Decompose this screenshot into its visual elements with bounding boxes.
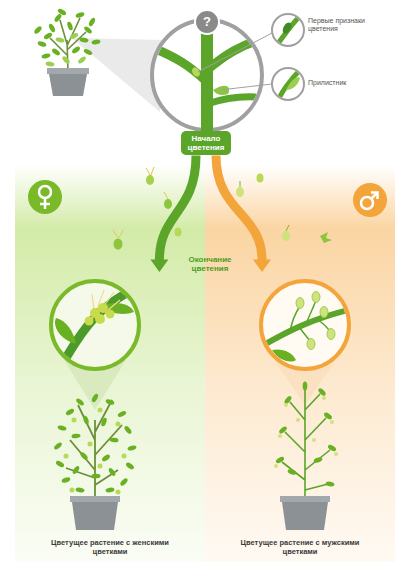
male-flower-view: [261, 281, 349, 405]
arrow-head: [253, 260, 271, 273]
plant-caption: Цветущее растение с мужскими цветками: [240, 538, 360, 556]
callout-circles: [198, 14, 304, 100]
male-plant-panel: Цветущее растение с мужскими цветками: [205, 272, 395, 562]
stage-end-label: Окончание цветения: [174, 255, 246, 273]
magnifier-view: [148, 18, 266, 138]
flow-arrow-body: [159, 155, 196, 260]
question-mark: ?: [199, 14, 215, 30]
female-plant: [53, 393, 137, 530]
stage-label: Начало цветения: [183, 134, 229, 152]
stage-start-box: Начало цветения: [181, 131, 231, 155]
flow-arrow-body: [216, 155, 262, 260]
plant-caption: Цветущее растение с женскими цветками: [50, 538, 170, 556]
callout-label: Прилистник: [308, 79, 382, 87]
question-badge: [195, 10, 219, 34]
female-flower-view: [51, 281, 142, 410]
female-symbol: [28, 180, 62, 214]
female-ground: [15, 165, 205, 562]
callout-label: Первые признаки цветения: [308, 17, 382, 34]
female-plant-panel: Цветущее растение с женскими цветками: [15, 272, 205, 562]
arrow-head: [150, 260, 168, 273]
male-symbol: [353, 183, 387, 217]
male-plant: [274, 382, 338, 531]
flow-arrow: [150, 155, 196, 272]
male-ground: [205, 165, 395, 562]
flow-arrow: [216, 155, 271, 272]
young-plant: [33, 8, 165, 112]
